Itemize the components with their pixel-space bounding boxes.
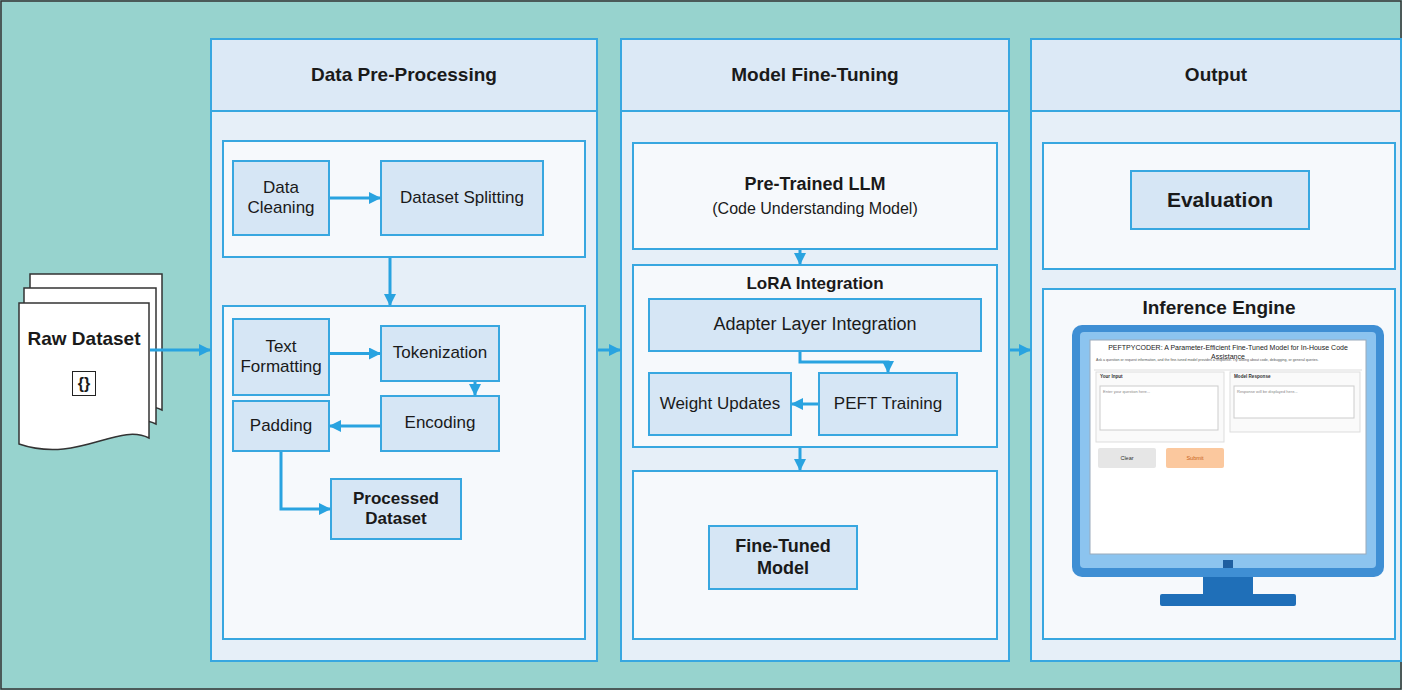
screen-text: Ask a question or request information, a… — [1096, 358, 1360, 362]
screen-text: Enter your question here... — [1103, 389, 1215, 394]
text-holder: Padding — [232, 400, 330, 452]
process-box: Weight Updates — [648, 372, 792, 436]
process-box: PEFT Training — [818, 372, 958, 436]
monitor-button — [1223, 560, 1233, 568]
stage-panel: Model Fine-TuningPre-Trained LLM (Code Un… — [620, 38, 1010, 662]
document-stack: Raw Dataset {} — [18, 302, 150, 452]
flow-arrow — [330, 425, 380, 428]
flow-arrow — [799, 250, 802, 264]
text-holder: LoRA Integration — [632, 268, 998, 300]
node-text: Data Cleaning — [238, 178, 324, 219]
text-holder: Text Formatting — [232, 318, 330, 396]
screen-text: Response will be displayed here... — [1237, 389, 1351, 394]
text-holder: Dataset Splitting — [380, 160, 544, 236]
screen-divider — [1094, 370, 1362, 371]
node-text: (Code Understanding Model) — [712, 199, 917, 218]
flow-arrow — [150, 349, 210, 352]
screen-text: Submit — [1166, 448, 1224, 468]
flow-arrow — [598, 349, 620, 352]
flow-arrow — [1010, 349, 1030, 352]
node-text: Text Formatting — [238, 337, 324, 378]
node-text: LoRA Integration — [746, 274, 883, 294]
screen-text: Your Input — [1100, 374, 1220, 380]
screen-text: Model Response — [1234, 374, 1354, 380]
submit-button — [1166, 448, 1224, 468]
flow-arrow — [330, 197, 380, 200]
flow-arrow — [474, 382, 477, 395]
text-holder: Fine-Tuned Model — [708, 525, 858, 590]
flow-arrow — [799, 448, 802, 470]
node-text: Raw Dataset — [28, 328, 141, 351]
panel-fill — [620, 38, 1010, 662]
monitor-illustration — [1042, 288, 1396, 640]
group-box: LoRA IntegrationAdapter Layer Integratio… — [632, 264, 998, 448]
monitor-base — [1160, 594, 1296, 606]
node-text: Padding — [250, 416, 312, 436]
process-box: Processed Dataset — [330, 478, 462, 540]
node-text: Processed Dataset — [336, 489, 456, 530]
node-text: Encoding — [405, 413, 476, 433]
process-box: Data Cleaning — [232, 160, 330, 236]
response-panel — [1230, 372, 1360, 432]
text-holder: Encoding — [380, 395, 500, 452]
input-area — [1100, 386, 1218, 430]
flow-arrow — [800, 352, 888, 372]
input-panel — [1096, 372, 1224, 442]
stage-panel: OutputEvaluationInference EnginePEFTPYCO… — [1030, 38, 1402, 662]
flow-arrow — [281, 452, 330, 509]
model-box: Pre-Trained LLM (Code Understanding Model… — [632, 142, 998, 250]
process-box: Dataset Splitting — [380, 160, 544, 236]
node-text: Tokenization — [393, 343, 488, 363]
node-text: Data Pre-Processing — [311, 64, 497, 87]
page-outline — [19, 303, 149, 450]
stage-panel: Data Pre-ProcessingData Cleaning Dataset … — [210, 38, 598, 662]
text-holder: Data Pre-Processing — [210, 38, 598, 112]
monitor-inner — [1080, 332, 1376, 568]
text-holder: Weight Updates — [648, 372, 792, 436]
node-text: Adapter Layer Integration — [713, 314, 916, 336]
monitor-bezel — [1072, 325, 1384, 577]
process-box: Tokenization — [380, 325, 500, 382]
node-text: Weight Updates — [660, 394, 781, 414]
text-holder: Tokenization — [380, 325, 500, 382]
node-text: Dataset Splitting — [400, 188, 524, 208]
text-holder: Raw Dataset {} — [18, 302, 150, 452]
flow-arrow — [792, 403, 818, 406]
back-page — [24, 288, 156, 436]
text-holder: Processed Dataset — [330, 478, 462, 540]
group-box: Evaluation — [1042, 142, 1396, 270]
node-text: Output — [1185, 64, 1247, 87]
screen-text: Clear — [1098, 448, 1156, 468]
node-text: Fine-Tuned Model — [714, 536, 852, 579]
text-holder: PEFT Training — [818, 372, 958, 436]
monitor-screen — [1090, 340, 1366, 554]
node-text: {} — [72, 371, 96, 396]
clear-button — [1098, 448, 1156, 468]
group-arrow-line — [389, 258, 392, 305]
process-box: Padding — [232, 400, 330, 452]
text-holder: Output — [1030, 38, 1402, 112]
text-holder: Pre-Trained LLM (Code Understanding Model… — [632, 142, 998, 250]
group-fill — [632, 142, 998, 250]
node-text: PEFT Training — [834, 394, 942, 414]
node-text: Pre-Trained LLM — [744, 174, 885, 196]
response-area — [1234, 386, 1354, 418]
process-box: Encoding — [380, 395, 500, 452]
group-box: Inference EnginePEFTPYCODER: A Parameter… — [1042, 288, 1396, 640]
process-box: Adapter Layer Integration — [648, 298, 982, 352]
text-holder: Adapter Layer Integration — [648, 298, 982, 352]
node-text: Model Fine-Tuning — [731, 64, 898, 87]
group-box: Fine-Tuned Model — [632, 470, 998, 640]
node-text: Evaluation — [1167, 187, 1273, 212]
node-text: Inference Engine — [1142, 297, 1295, 320]
text-holder: Inference Engine — [1042, 292, 1396, 324]
process-box: Text Formatting — [232, 318, 330, 396]
text-holder: Data Cleaning — [232, 160, 330, 236]
text-holder: Evaluation — [1130, 170, 1310, 230]
text-holder: Model Fine-Tuning — [620, 38, 1010, 112]
flow-arrow — [330, 352, 380, 355]
